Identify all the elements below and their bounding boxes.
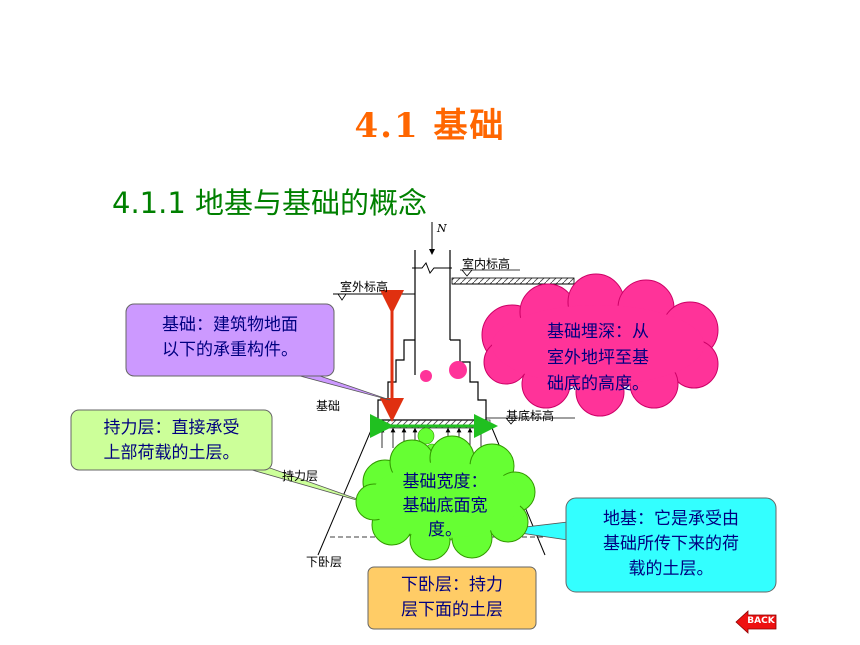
underlying-layer-label: 下卧层 [306, 555, 343, 569]
base-elevation-label: 基底标高 [506, 409, 555, 423]
width-callout-line: 基础宽度： [402, 472, 488, 492]
subgrade-callout-box [565, 497, 777, 593]
foundation-callout-line: 以下的承重构件。 [162, 340, 298, 360]
foundation-steps-right [450, 339, 487, 420]
back-button[interactable] [735, 610, 777, 634]
width-bubble-1 [417, 427, 435, 445]
depth-callout-line: 室外地坪至基 [547, 348, 649, 368]
back-button-label[interactable]: BACK [747, 616, 775, 626]
subgrade-callout-text: 地基：它是承受由 基础所传下来的荷 载的土层。 [566, 507, 776, 582]
foundation-callout-text: 基础：建筑物地面 以下的承重构件。 [126, 313, 334, 363]
subgrade-callout-line: 基础所传下来的荷 [603, 534, 739, 554]
indoor-floor [451, 277, 575, 285]
bearing-callout-line: 持力层：直接承受 [103, 418, 240, 438]
depth-bubble-2 [449, 361, 467, 379]
foundation-callout-box [125, 303, 335, 377]
depth-callout-line: 基础埋深：从 [547, 322, 649, 342]
outdoor-elevation-label: 室外标高 [340, 280, 389, 294]
subgrade-callout-line: 载的土层。 [628, 559, 714, 579]
width-callout-line: 基础底面宽 [402, 496, 488, 516]
load-label: N [437, 222, 447, 235]
underlying-callout-text: 下卧层：持力 层下面的土层 [368, 573, 536, 623]
width-callout-text: 基础宽度： 基础底面宽 度。 [380, 470, 510, 542]
depth-callout-line: 础底的高度。 [547, 374, 649, 394]
underlying-callout-line: 下卧层：持力 [401, 575, 503, 595]
indoor-elevation-label: 室内标高 [462, 257, 511, 271]
bearing-layer-label: 持力层 [282, 469, 319, 483]
section-subtitle: 4.1.1 地基与基础的概念 [112, 186, 428, 220]
width-callout-line: 度。 [428, 520, 462, 540]
subgrade-callout-line: 地基：它是承受由 [603, 509, 739, 529]
page-title: 4.1 基础 [354, 106, 506, 146]
foundation-steps-left [377, 339, 415, 420]
foundation-callout-tail [299, 375, 391, 401]
depth-bubble-1 [420, 370, 432, 382]
foundation-callout-line: 基础：建筑物地面 [162, 315, 298, 335]
foundation-label: 基础 [316, 399, 341, 413]
underlying-callout-box [367, 566, 537, 630]
spread-line-left [317, 427, 373, 556]
bearing-callout-text: 持力层：直接承受 上部荷载的土层。 [71, 416, 272, 466]
underlying-callout-line: 层下面的土层 [401, 600, 503, 620]
bearing-callout-line: 上部荷载的土层。 [103, 443, 240, 463]
bearing-callout-box [70, 409, 273, 471]
depth-callout-text: 基础埋深：从 室外地坪至基 础底的高度。 [508, 319, 688, 397]
